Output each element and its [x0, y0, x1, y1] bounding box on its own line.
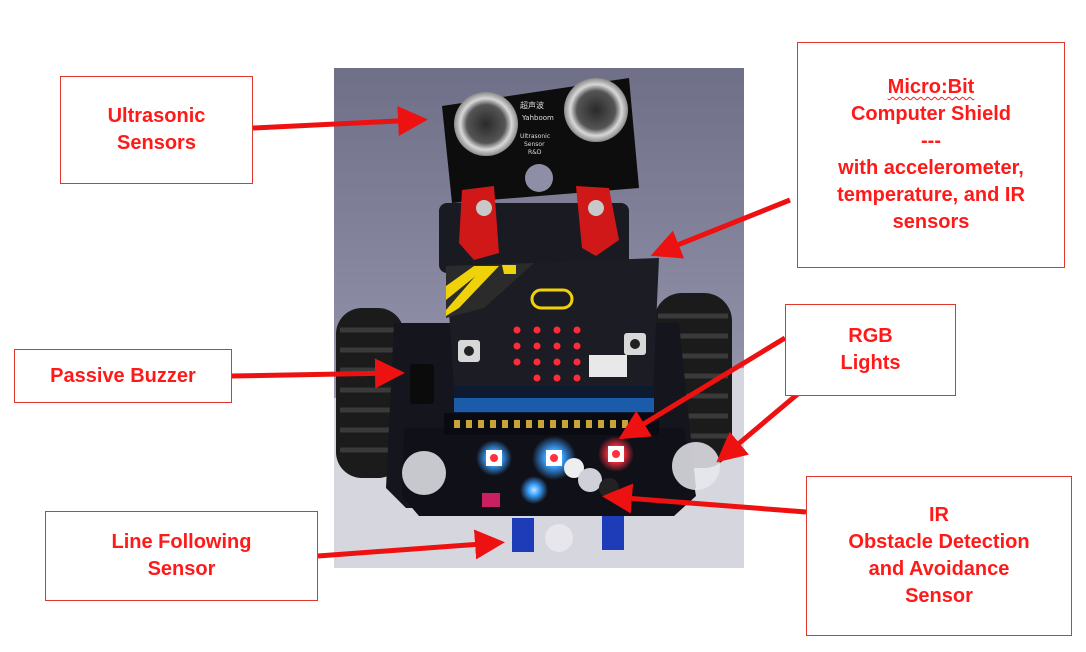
label-microbit-line-3: --- [921, 130, 941, 152]
label-line-following-line-2: Sensor [147, 558, 216, 580]
label-ultrasonic-sensors: Ultrasonic Sensors [60, 76, 253, 184]
label-ir-line-3: and Avoidance [868, 558, 1010, 580]
sensor-board-text-4: Sensor [524, 141, 545, 148]
label-microbit-title: Micro:Bit [887, 76, 975, 98]
microbit-board [446, 258, 659, 418]
passive-buzzer [410, 364, 434, 404]
sensor-board-text-5: R&D [528, 149, 542, 156]
label-rgb-line-1: RGB [848, 325, 893, 347]
label-ultrasonic-line-2: Sensors [117, 132, 196, 154]
right-headlight [672, 442, 720, 490]
robot-car-photo: 超声波 Yahboom Ultrasonic Sensor R&D [334, 68, 744, 568]
led-matrix [513, 326, 581, 382]
label-ir-line-1: IR [929, 504, 949, 526]
label-ir-line-2: Obstacle Detection [848, 531, 1030, 553]
label-microbit-line-5: temperature, and IR [837, 184, 1025, 206]
ultrasonic-sensor-board: 超声波 Yahboom Ultrasonic Sensor R&D [442, 78, 639, 203]
sensor-board-text-1: 超声波 [520, 100, 544, 110]
label-microbit-line-6: sensors [892, 211, 970, 233]
label-line-following-sensor: Line Following Sensor [45, 511, 318, 601]
ultrasonic-eye-right [564, 78, 628, 142]
label-ir-obstacle-sensor: IR Obstacle Detection and Avoidance Sens… [806, 476, 1072, 636]
label-ir-line-4: Sensor [905, 585, 973, 607]
sensor-board-text-2: Yahboom [521, 114, 554, 122]
bracket-left [459, 186, 499, 260]
label-rgb-line-2: Lights [840, 352, 901, 374]
label-buzzer-line-1: Passive Buzzer [50, 364, 196, 387]
line-following-sensor [512, 516, 624, 552]
left-headlight [402, 451, 446, 495]
bracket-right [576, 186, 619, 256]
label-ultrasonic-line-1: Ultrasonic [107, 105, 206, 127]
label-microbit-shield: Micro:Bit Computer Shield --- with accel… [797, 42, 1065, 268]
label-line-following-line-1: Line Following [111, 531, 252, 553]
microbit-logo [530, 288, 574, 310]
sensor-board-text-3: Ultrasonic [520, 133, 550, 140]
label-microbit-line-4: with accelerometer, [838, 157, 1024, 179]
label-passive-buzzer: Passive Buzzer [14, 349, 232, 403]
ultrasonic-eye-left [454, 92, 518, 156]
label-rgb-lights: RGB Lights [785, 304, 956, 396]
label-microbit-line-2: Computer Shield [850, 103, 1011, 125]
